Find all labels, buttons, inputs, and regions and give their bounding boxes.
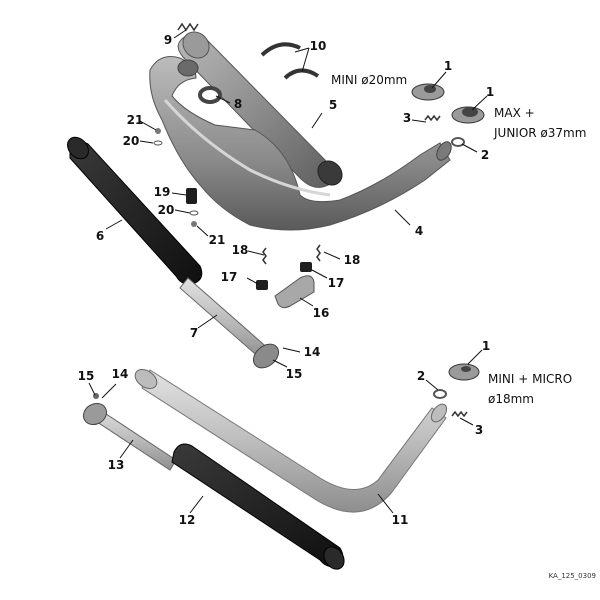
spring-part-18a [262, 247, 267, 265]
o-ring-part [198, 86, 222, 104]
callout-14-lower: 14 [112, 367, 129, 381]
exhaust-pipe-mini-part-11 [134, 368, 448, 513]
note-minimicro-line2: ø18mm [488, 392, 534, 406]
rubber-mount-part-19 [186, 188, 197, 204]
reference-code: KA_125_0309 [549, 572, 596, 580]
muffler-can-part [177, 31, 343, 188]
spring-part-3b [451, 410, 468, 418]
callout-17-right: 17 [328, 276, 345, 290]
expansion-chamber-part [149, 56, 452, 231]
clamp-part-10a [260, 42, 301, 57]
tailpipe-part-7 [179, 277, 280, 369]
callout-2-upper: 2 [481, 148, 489, 162]
callout-13: 13 [108, 458, 125, 472]
callout-18-left: 18 [232, 243, 249, 257]
note-max-line1: MAX + [494, 106, 535, 120]
washer-part-20b [189, 210, 199, 216]
callout-10: 10 [310, 39, 327, 53]
callout-20-upper: 20 [123, 134, 140, 148]
note-mini-20mm: MINI ø20mm [331, 73, 407, 87]
callout-7: 7 [190, 326, 198, 340]
callout-21-upper: 21 [127, 113, 144, 127]
spring-part-9 [177, 22, 199, 32]
callout-20-lower: 20 [158, 203, 175, 217]
bracket-part-16 [274, 275, 315, 309]
callout-19: 19 [154, 185, 171, 199]
callout-4: 4 [415, 224, 423, 238]
callout-15-lower: 15 [78, 369, 95, 383]
clamp-part-10b [283, 68, 320, 80]
gasket-part-2b [433, 389, 447, 399]
spring-part-3a [424, 114, 441, 122]
note-minimicro-line1: MINI + MICRO [488, 372, 572, 386]
restrictor-flange-max-37 [451, 106, 485, 124]
callout-9: 9 [164, 33, 172, 47]
callout-18-right: 18 [344, 253, 361, 267]
callout-5: 5 [329, 98, 337, 112]
callout-2-lower: 2 [417, 369, 425, 383]
rubber-block-part-17a [256, 280, 268, 290]
callout-1-mini: 1 [444, 59, 452, 73]
callout-1-minimicro: 1 [482, 339, 490, 353]
callout-1-max: 1 [486, 85, 494, 99]
callout-3-upper: 3 [403, 111, 411, 125]
bolt-part-21b [191, 221, 197, 227]
spring-part-18b [316, 244, 321, 262]
restrictor-flange-mini-20 [411, 83, 445, 101]
flange-part-1-mini-micro [448, 363, 480, 381]
gasket-part-2a [451, 137, 465, 147]
callout-12: 12 [179, 513, 196, 527]
callout-6: 6 [96, 229, 104, 243]
callout-8: 8 [234, 97, 242, 111]
rubber-block-part-17b [300, 262, 312, 272]
callout-11: 11 [392, 513, 409, 527]
callout-15-upper: 15 [286, 367, 303, 381]
callout-16: 16 [313, 306, 330, 320]
bolt-part-21a [155, 128, 161, 134]
callout-14-upper: 14 [304, 345, 321, 359]
muffler-sleeve-part-6 [67, 136, 203, 285]
muffler-sleeve-part-12 [171, 443, 345, 570]
callout-17-left: 17 [221, 270, 238, 284]
note-max-line2: JUNIOR ø37mm [493, 126, 586, 140]
washer-part-20a [153, 140, 163, 146]
callout-3-lower: 3 [475, 423, 483, 437]
callout-21-lower: 21 [209, 233, 226, 247]
tailpipe-part-13 [82, 402, 177, 471]
